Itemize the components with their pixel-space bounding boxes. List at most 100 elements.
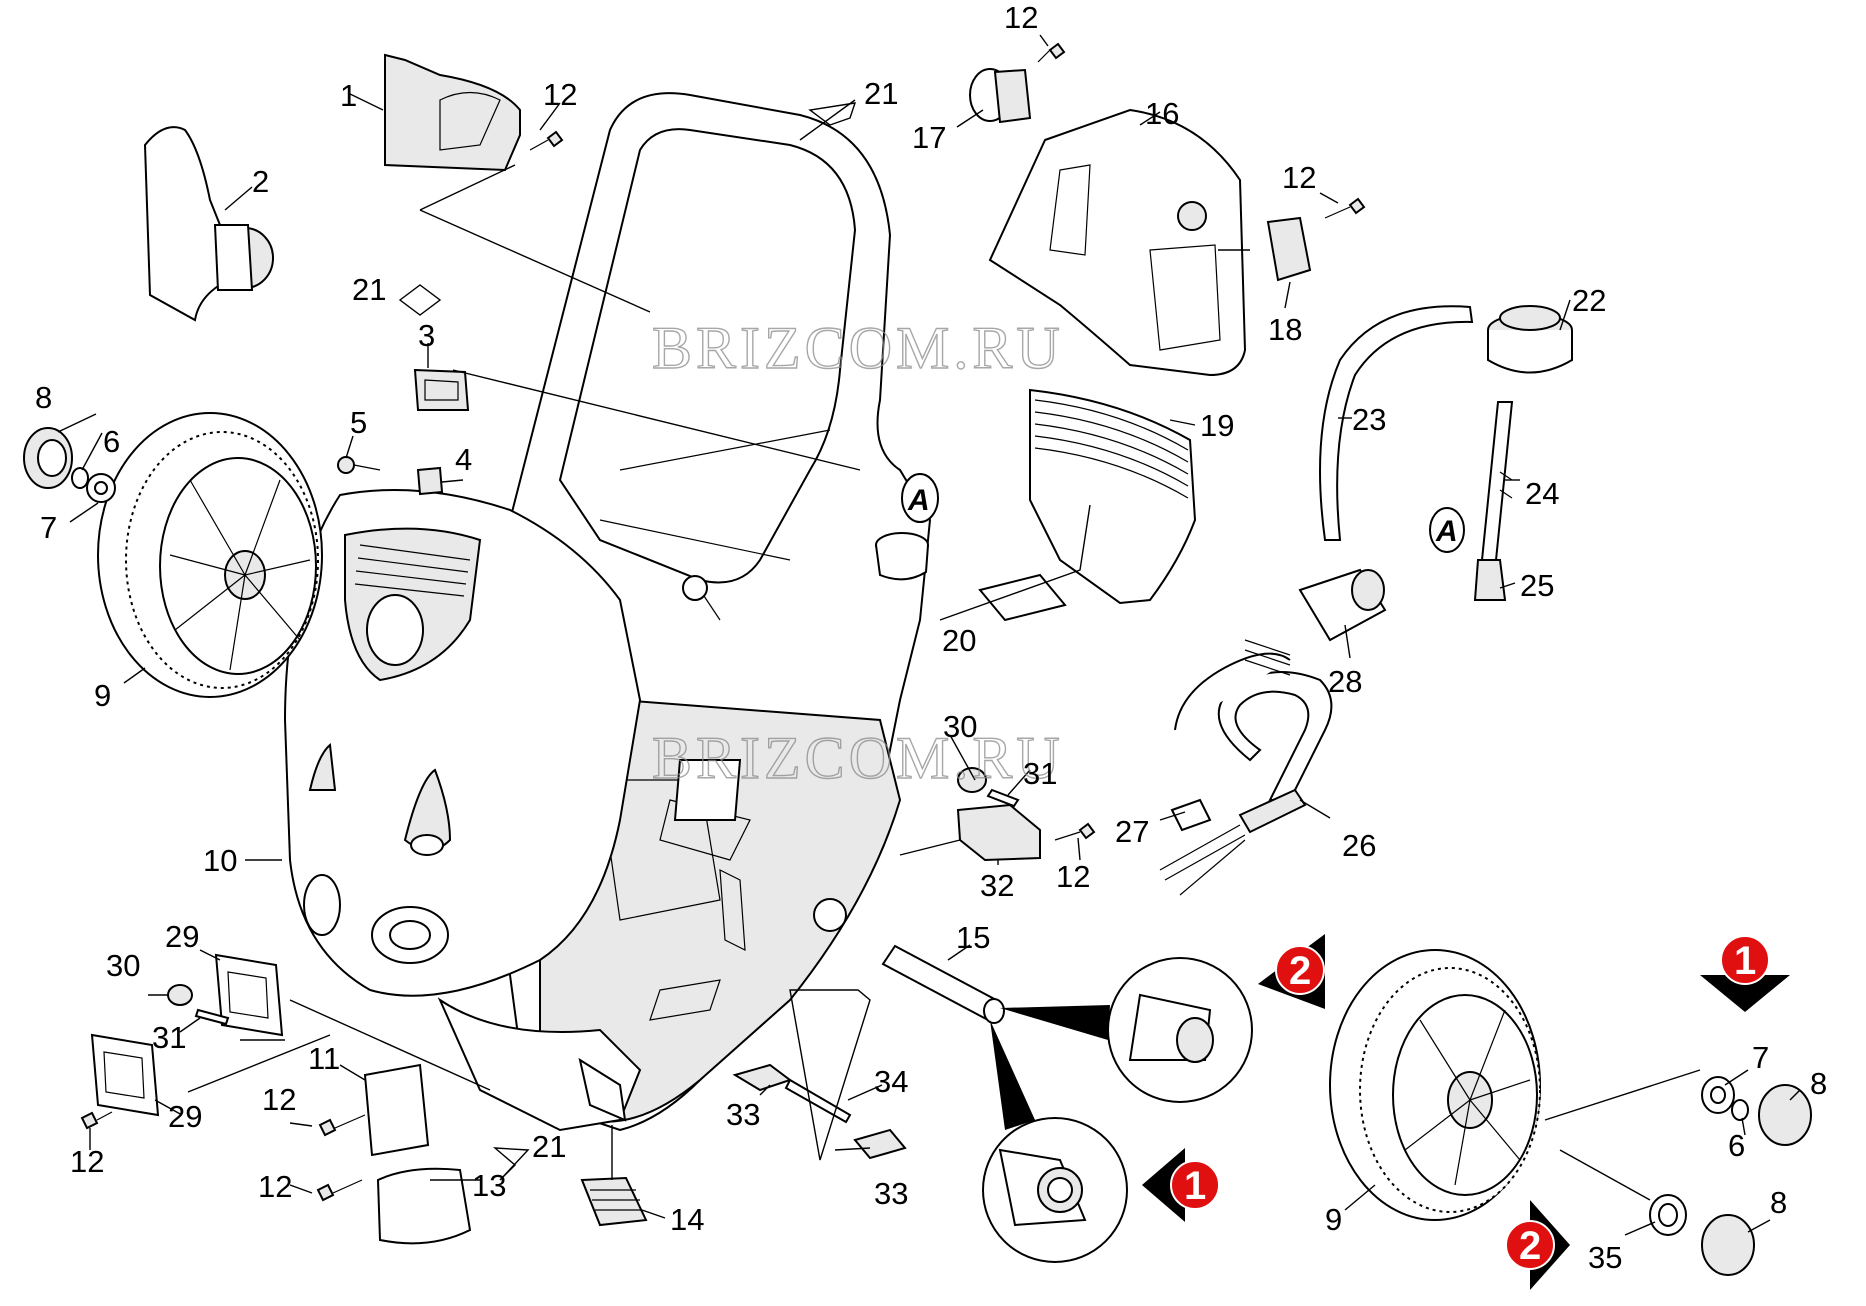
part-2-cover [143,126,242,322]
callout-32: 32 [980,868,1014,903]
part-20-plate [978,573,1067,622]
callout-27: 27 [1115,814,1149,849]
callout-5: 5 [350,405,367,440]
callout-31: 31 [1023,756,1057,791]
part-30-knob-left [167,984,193,1006]
part-27-clip [1170,798,1212,832]
callout-29: 29 [168,1099,202,1134]
callout-28: 28 [1328,664,1362,699]
svg-text:2: 2 [1289,949,1311,993]
part-25-filter [1473,559,1507,601]
screws [80,42,1366,1202]
part-17-knob [969,68,1032,124]
marker-2-upper: 2 [1258,934,1325,1009]
callout-4: 4 [455,442,472,477]
part-33-lever-bottom [853,1128,907,1160]
part-24-tube [1480,401,1514,561]
part-14-foot [580,1176,648,1227]
callout-31: 31 [152,1020,186,1055]
callouts: 1 2 12 21 3 5 4 8 6 7 9 10 21 12 17 16 1… [35,0,1827,1275]
callout-6: 6 [1728,1128,1745,1163]
callout-17: 17 [912,120,946,155]
callout-13: 13 [472,1168,506,1203]
part-18-switch [1266,216,1312,282]
part-1-bracket [384,53,521,172]
callout-30: 30 [106,948,140,983]
part-8-cap-right-lower [1701,1214,1755,1276]
part-8-cap-left [23,427,73,489]
callout-33: 33 [874,1176,908,1211]
zoom-detail-2 [1000,957,1253,1103]
callout-6: 6 [103,424,120,459]
watermark-upper: BRIZCOM.RU [652,315,1064,381]
callout-12: 12 [543,77,577,112]
zoom-detail-1 [982,1020,1128,1263]
callout-12: 12 [262,1082,296,1117]
part-30-knob-center [957,767,987,793]
callout-34: 34 [874,1064,908,1099]
reference-a-hose: A [1429,507,1465,553]
callout-7: 7 [1752,1040,1769,1075]
callout-12: 12 [1056,859,1090,894]
callout-23: 23 [1352,402,1386,437]
callout-30: 30 [943,709,977,744]
callout-8: 8 [35,380,52,415]
callout-11: 11 [308,1041,340,1076]
part-31-pin-left [194,1008,230,1026]
part-6-ring-left [71,467,89,489]
callout-2: 2 [252,164,269,199]
reference-a-frame: A [901,473,939,523]
callout-8: 8 [1770,1185,1787,1220]
wheel-left [97,412,323,698]
callout-12: 12 [70,1144,104,1179]
svg-text:1: 1 [1184,1164,1206,1208]
part-33-lever-top [732,1063,793,1092]
callout-12: 12 [258,1169,292,1204]
callout-24: 24 [1525,476,1559,511]
leader-lines [57,34,1801,1236]
callout-35: 35 [1588,1240,1622,1275]
callout-21: 21 [352,272,386,307]
wheel-right [1329,949,1541,1221]
callout-9: 9 [1325,1202,1342,1237]
callout-3: 3 [418,318,435,353]
part-22-cap [1487,305,1573,374]
svg-text:1: 1 [1734,939,1756,983]
callout-25: 25 [1520,568,1554,603]
part-6-ring-right [1731,1099,1749,1121]
svg-text:A: A [907,484,930,517]
callout-20: 20 [942,623,976,658]
part-29-plate-upper [214,953,284,1037]
part-13-clip [376,1167,472,1245]
callout-8: 8 [1810,1066,1827,1101]
part-29-plate-lower [90,1033,160,1117]
callout-1: 1 [340,78,357,113]
watermark-lower: BRIZCOM.RU [652,725,1064,791]
callout-15: 15 [956,920,990,955]
callout-10: 10 [203,843,237,878]
part-23-hose [1319,305,1474,541]
marker-1-upper: 1 [1700,935,1790,1012]
callout-19: 19 [1200,408,1234,443]
callout-26: 26 [1342,828,1376,863]
marker-2-lower: 2 [1505,1200,1570,1290]
callout-16: 16 [1145,96,1179,131]
part-8-cap-right-upper [1758,1084,1812,1146]
part-34-rod [784,1078,852,1124]
part-16-rear-panel [988,108,1247,377]
callout-21: 21 [532,1129,566,1164]
part-4-clip [416,466,444,496]
callout-18: 18 [1268,312,1302,347]
callout-9: 9 [94,678,111,713]
part-28-grommet [1298,568,1387,642]
marker-1-lower: 1 [1142,1148,1220,1222]
callout-14: 14 [670,1202,704,1237]
callout-7: 7 [40,510,57,545]
callout-21: 21 [864,76,898,111]
part-5-screw [337,456,381,474]
callout-33: 33 [726,1097,760,1132]
part-19-grille [1029,388,1197,605]
svg-text:A: A [1435,515,1458,548]
callout-22: 22 [1572,283,1606,318]
